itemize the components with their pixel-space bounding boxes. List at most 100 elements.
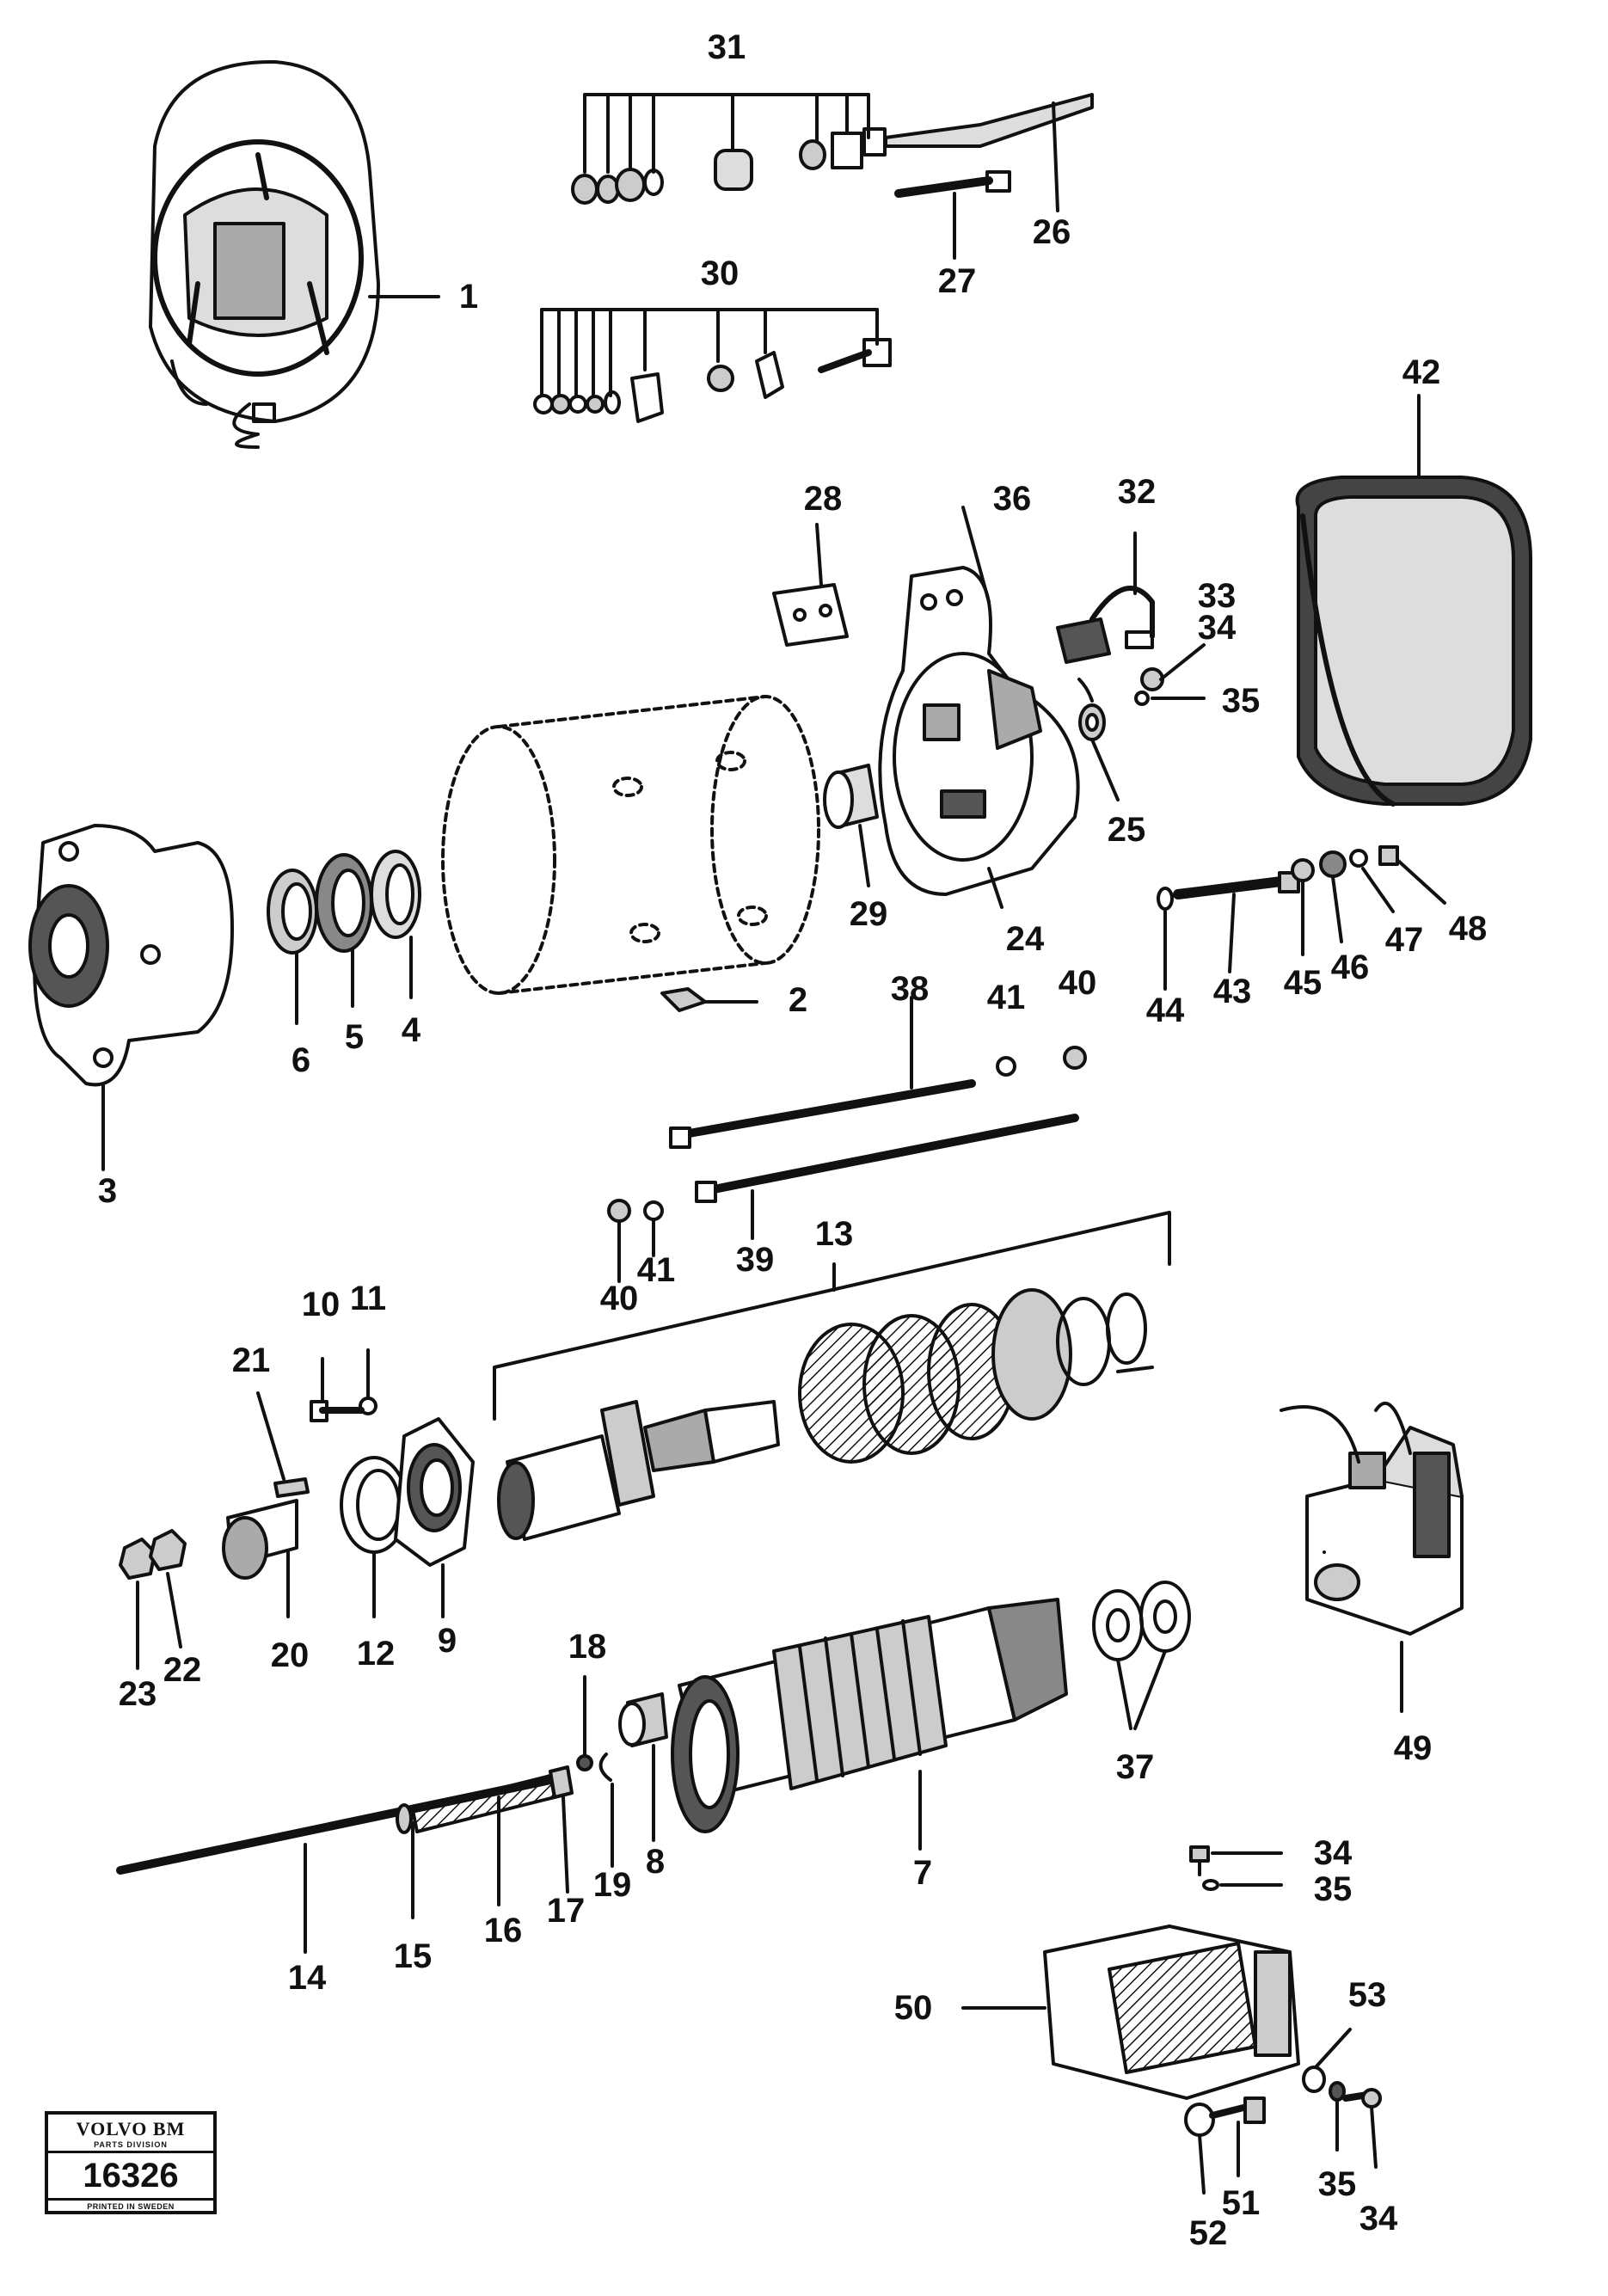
pin-21: [256, 1391, 310, 1498]
bushing-8: [618, 1692, 668, 1842]
pinion-gear-20: [222, 1499, 298, 1618]
brush-32: [1056, 531, 1155, 664]
callout-49: 49: [1393, 1729, 1433, 1767]
callout-39: 39: [735, 1241, 775, 1279]
volvo-bm-badge: VOLVO BM PARTS DIVISION 16326 PRINTED IN…: [45, 2111, 217, 2214]
callout-31: 31: [707, 28, 746, 66]
drive-assembly-bracket-13: [493, 1211, 1171, 1421]
bearing-25: [1077, 678, 1120, 801]
callout-22: 22: [163, 1651, 202, 1689]
bolt-51-washer-52: [1184, 2096, 1266, 2195]
callout-34b: 34: [1313, 1834, 1353, 1872]
commutator-end-bracket: [878, 566, 1080, 896]
callout-26: 26: [1032, 213, 1071, 251]
armature-7: [671, 1598, 1068, 1851]
through-bolt-39: [695, 1114, 1079, 1240]
callout-40b: 40: [599, 1280, 639, 1317]
callout-13: 13: [814, 1215, 854, 1253]
bearing-5: [315, 853, 373, 1008]
callout-8: 8: [645, 1843, 666, 1881]
callout-27: 27: [937, 262, 977, 300]
terminal-hardware-set-30: [533, 308, 892, 423]
callout-29: 29: [849, 895, 888, 933]
end-cap-housing: [149, 59, 380, 449]
leader-24: [987, 867, 1003, 909]
callout-14: 14: [287, 1959, 327, 1997]
solenoid-switch-50: [961, 1925, 1300, 2100]
badge-number: 16326: [48, 2153, 213, 2201]
callout-5: 5: [344, 1018, 365, 1056]
terminal-hardware-set-31: [571, 93, 1094, 212]
callout-47: 47: [1384, 921, 1424, 959]
callout-18: 18: [568, 1628, 607, 1666]
callout-23: 23: [118, 1675, 157, 1713]
callout-20: 20: [270, 1636, 310, 1674]
plate-28: [772, 583, 849, 647]
flange-plate-9: [394, 1417, 475, 1618]
callout-21: 21: [231, 1341, 271, 1379]
nuts-22-23: [119, 1529, 187, 1670]
badge-printed: PRINTED IN SWEDEN: [87, 2202, 175, 2211]
hardware-53-35-34: [1302, 2028, 1382, 2169]
badge-division: PARTS DIVISION: [48, 2140, 213, 2153]
callout-53: 53: [1347, 1976, 1387, 2014]
callout-41: 41: [986, 979, 1026, 1016]
callout-35b: 35: [1313, 1870, 1353, 1908]
badge-brand: VOLVO BM: [76, 2118, 186, 2139]
clips-18-19: [576, 1675, 614, 1868]
callout-12: 12: [356, 1635, 396, 1673]
callout-24: 24: [1005, 920, 1045, 958]
callout-52: 52: [1188, 2214, 1228, 2252]
callout-35c: 35: [1317, 2165, 1357, 2203]
callout-46: 46: [1330, 948, 1370, 986]
washers-37: [1092, 1581, 1191, 1730]
nuts-washers-40-41: [607, 1046, 1087, 1283]
callout-4: 4: [401, 1011, 421, 1049]
callout-48: 48: [1448, 910, 1488, 948]
band-cover-42: [1295, 394, 1532, 807]
callout-6: 6: [291, 1041, 311, 1079]
screw-2: [660, 987, 758, 1012]
callout-36: 36: [992, 480, 1032, 518]
callout-38: 38: [890, 970, 930, 1008]
callout-15: 15: [393, 1937, 433, 1975]
callout-45: 45: [1283, 964, 1323, 1002]
callout-1: 1: [458, 278, 479, 316]
callout-44: 44: [1145, 991, 1185, 1029]
callout-3: 3: [97, 1172, 118, 1210]
leader-28: [815, 523, 823, 586]
callout-10: 10: [301, 1286, 341, 1323]
callout-35: 35: [1221, 682, 1261, 720]
drive-shaft: [497, 1400, 780, 1541]
callout-19: 19: [592, 1866, 632, 1904]
yoke-cylinder: [441, 695, 820, 995]
callout-25: 25: [1107, 811, 1146, 849]
screw-33: [1134, 643, 1206, 706]
callout-51: 51: [1221, 2184, 1261, 2222]
callout-37: 37: [1115, 1748, 1155, 1786]
callout-9: 9: [437, 1622, 457, 1660]
callout-16: 16: [483, 1912, 523, 1949]
callout-43: 43: [1212, 973, 1252, 1010]
callout-34: 34: [1197, 609, 1237, 647]
callout-28: 28: [803, 480, 843, 518]
callout-34c: 34: [1359, 2200, 1398, 2238]
callout-50: 50: [893, 1989, 933, 2027]
callout-7: 7: [912, 1854, 933, 1892]
callout-41b: 41: [636, 1251, 676, 1289]
screw-34-35: [1189, 1845, 1283, 1891]
drive-end-housing-3: [28, 824, 234, 1171]
pinion-spring: [798, 1288, 1154, 1464]
screw-10-11: [310, 1348, 377, 1422]
solenoid-49: [1280, 1401, 1464, 1713]
callout-17: 17: [546, 1892, 586, 1930]
callout-33: 33: [1197, 577, 1237, 615]
callout-2: 2: [788, 981, 808, 1019]
shaft-14: [116, 1765, 574, 1954]
leader-36: [961, 506, 991, 604]
bushing-29: [823, 764, 879, 887]
callout-40: 40: [1058, 964, 1097, 1002]
callout-32: 32: [1117, 473, 1157, 511]
callout-30: 30: [700, 255, 740, 292]
